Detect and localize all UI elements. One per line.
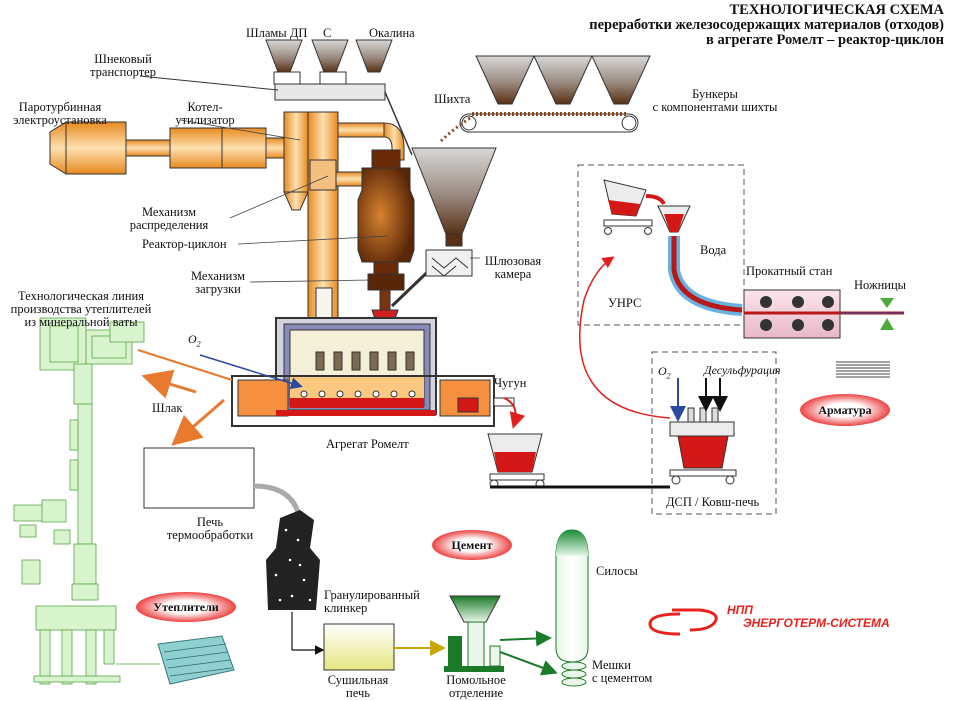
label-insulation-line: Технологическая линия производства утепл… (2, 290, 160, 329)
label-lock-chamber: Шлюзовая камера (478, 255, 548, 281)
insulation-line (13, 317, 160, 685)
label-o2-furnace: O2 (188, 332, 201, 348)
heat-treatment-furnace (143, 447, 255, 509)
label-drying-oven-1: Сушильная (327, 673, 389, 687)
label-boiler: Котел- утилизатор (168, 101, 242, 127)
company-logo: НПП ЭНЕРГОТЕРМ-СИСТЕМА (657, 604, 890, 630)
label-distribution-mechanism-2: распределения (129, 218, 209, 232)
cement-bags (561, 661, 587, 687)
label-boiler-2: утилизатор (175, 113, 235, 127)
o2-subscript: 2 (196, 339, 201, 349)
label-water: Вода (700, 243, 727, 257)
iron-ladle (487, 433, 545, 489)
label-silos: Силосы (596, 564, 638, 578)
label-distribution-mechanism: Механизм распределения (108, 206, 230, 232)
label-desulfurization: Десульфурация (704, 363, 781, 377)
leader-lines (179, 119, 480, 283)
label-screw-conveyor-2: транспортер (90, 65, 156, 79)
o2-dsp-letter: O (658, 364, 667, 378)
label-drying-oven: Сушильная печь (316, 674, 400, 700)
title-line-2: переработки железосодержащих материалов … (589, 17, 944, 33)
label-shlamy: Шламы ДП (246, 26, 308, 40)
label-unrs: УНРС (608, 296, 642, 310)
component-bunkers (438, 55, 651, 144)
rolling-mill (743, 289, 904, 339)
label-screw-conveyor: Шнековый транспортер (78, 53, 168, 79)
badge-utepliteli: Утеплители (136, 592, 236, 622)
label-distribution-mechanism-1: Механизм (141, 205, 197, 219)
drying-oven (323, 623, 395, 671)
label-lock-chamber-2: камера (494, 267, 532, 281)
top-hoppers (265, 39, 393, 85)
company-logo-swoosh (648, 608, 718, 636)
label-bunkers-2: с компонентами шихты (652, 100, 778, 114)
steam-turbine (49, 121, 285, 175)
title-line-1: ТЕХНОЛОГИЧЕСКАЯ СХЕМА (729, 2, 945, 18)
eaf-ladle-furnace (669, 407, 737, 485)
label-boiler-1: Котел- (187, 100, 223, 114)
label-heat-treatment-2: термообработки (166, 528, 254, 542)
label-heat-treatment: Печь термообработки (160, 516, 260, 542)
label-shikhta: Шихта (434, 92, 471, 106)
badge-armatura: Арматура (800, 394, 890, 426)
label-bunkers-1: Бункеры (692, 87, 738, 101)
label-clinker-1: Гранулированный (324, 588, 420, 602)
label-pig-iron: Чугун (494, 376, 527, 390)
unrs-equipment (603, 179, 743, 316)
unrs-box (577, 164, 745, 326)
label-cement-bags-1: Мешки (592, 658, 631, 672)
label-steam-turbine-1: Паротурбинная (18, 100, 102, 114)
label-loading-mechanism-1: Механизм (190, 269, 246, 283)
label-insulation-line-1: Технологическая линия (18, 289, 144, 303)
label-loading-mechanism-2: загрузки (195, 282, 241, 296)
label-grinding-2: отделение (448, 686, 503, 700)
label-heat-treatment-1: Печь (196, 515, 224, 529)
label-romelt-furnace: Агрегат Ромелт (326, 437, 409, 451)
label-reactor-cyclone: Реактор-циклон (142, 237, 227, 251)
label-clinker: Гранулированный клинкер (324, 589, 420, 615)
title-line-3: в агрегате Ромелт – реактор-циклон (706, 32, 944, 48)
label-cement-bags: Мешки с цементом (592, 659, 652, 685)
label-screw-conveyor-1: Шнековый (94, 52, 152, 66)
label-slag: Шлак (152, 401, 183, 415)
label-o2-dsp: O2 (658, 364, 671, 380)
label-grinding-1: Помольное (446, 673, 506, 687)
label-okalina: Окалина (369, 26, 415, 40)
grinding-mill (444, 595, 504, 672)
label-drying-oven-2: печь (346, 686, 370, 700)
label-lock-chamber-1: Шлюзовая (484, 254, 542, 268)
label-steam-turbine: Паротурбинная электроустановка (2, 101, 118, 127)
o2-dsp-subscript: 2 (666, 371, 671, 381)
label-shears: Ножницы (854, 278, 907, 292)
insulation-slabs (157, 635, 235, 685)
label-rolling-mill: Прокатный стан (746, 264, 833, 278)
label-dsp: ДСП / Ковш-печь (666, 495, 760, 509)
label-insulation-line-2: производства утеплителей (10, 302, 152, 316)
dsp-box (651, 351, 777, 515)
label-c: С (323, 26, 332, 40)
charge-hopper (411, 147, 497, 277)
label-steam-turbine-2: электроустановка (13, 113, 107, 127)
logo-line-2: ЭНЕРГОТЕРМ-СИСТЕМА (743, 616, 890, 630)
badge-cement: Цемент (432, 530, 512, 560)
label-insulation-line-3: из минеральной ваты (24, 315, 138, 329)
romelt-furnace (231, 317, 515, 427)
screw-conveyor (274, 83, 386, 101)
o2-letter: O (188, 332, 197, 346)
rebar-bundle (836, 361, 890, 378)
label-loading-mechanism: Механизм загрузки (176, 270, 260, 296)
logo-line-1: НПП (727, 603, 753, 617)
label-grinding: Помольное отделение (426, 674, 526, 700)
clinker-pile (266, 510, 320, 610)
reactor-cyclone (357, 149, 442, 329)
label-clinker-2: клинкер (324, 601, 368, 615)
diagram-title: ТЕХНОЛОГИЧЕСКАЯ СХЕМА переработки железо… (589, 3, 944, 48)
label-bunkers: Бункеры с компонентами шихты (640, 88, 790, 114)
label-cement-bags-2: с цементом (592, 671, 653, 685)
